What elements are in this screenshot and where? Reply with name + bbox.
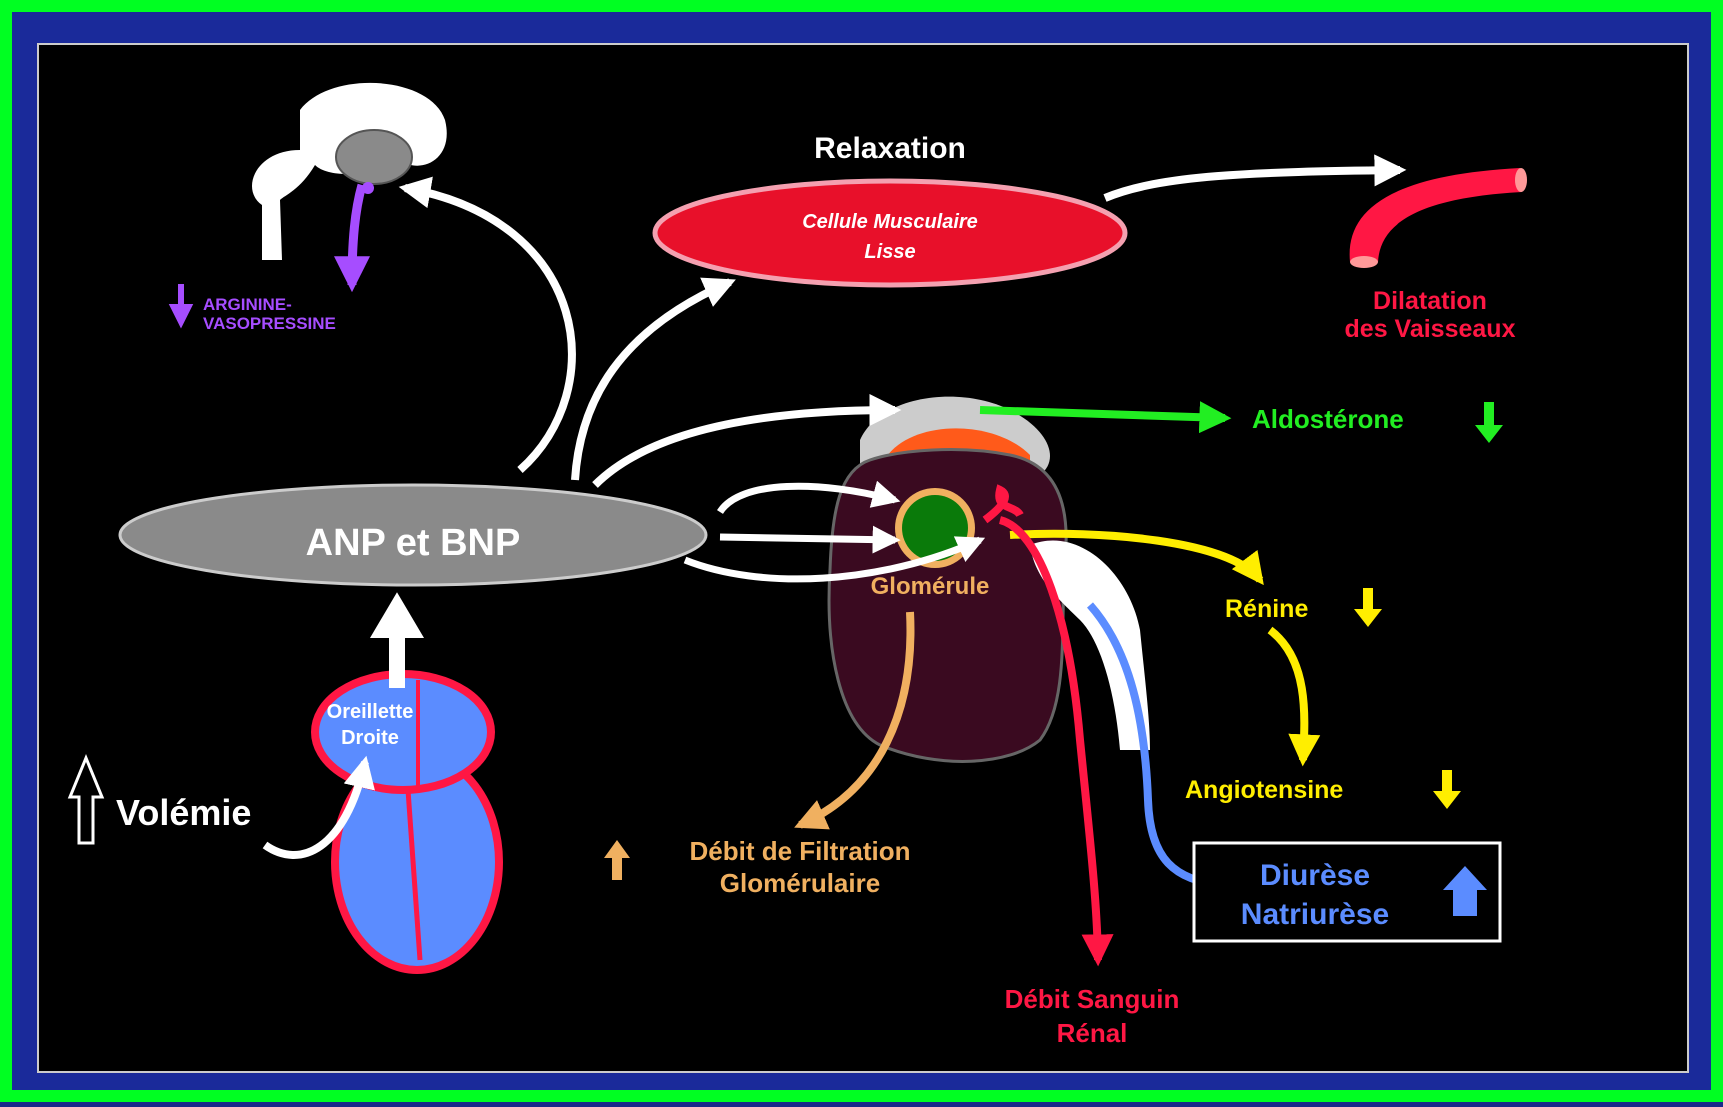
dilatation-label-2: des Vaisseaux [1345,315,1516,343]
dfg-label-1: Débit de Filtration [690,836,911,866]
dfg-label-2: Glomérulaire [720,868,880,898]
angiotensine-label: Angiotensine [1185,776,1343,804]
oreillette-label-1: Oreillette [327,701,414,723]
dsr-label-1: Débit Sanguin [1005,984,1180,1014]
natriurese-label: Natriurèse [1241,898,1389,931]
anp-to-glomerule-arrow-2 [720,537,895,540]
glomerule-label: Glomérule [871,573,990,600]
relaxation-label: Relaxation [814,132,966,165]
arginine-label-1: ARGININE- [203,295,292,314]
aldosterone-label: Aldostérone [1252,404,1404,434]
diurese-label: Diurèse [1260,859,1370,892]
arginine-label-2: VASOPRESSINE [203,314,336,333]
dilatation-label-1: Dilatation [1373,287,1487,315]
renine-label: Rénine [1225,595,1308,623]
oreillette-label-2: Droite [341,727,399,749]
volemie-label: Volémie [116,792,251,833]
dsr-label-2: Rénal [1057,1018,1128,1048]
smooth-muscle-cell [655,181,1125,285]
cell-label-2: Lisse [864,241,915,263]
cell-label-1: Cellule Musculaire [802,211,978,233]
anp-bnp-label: ANP et BNP [306,522,521,564]
